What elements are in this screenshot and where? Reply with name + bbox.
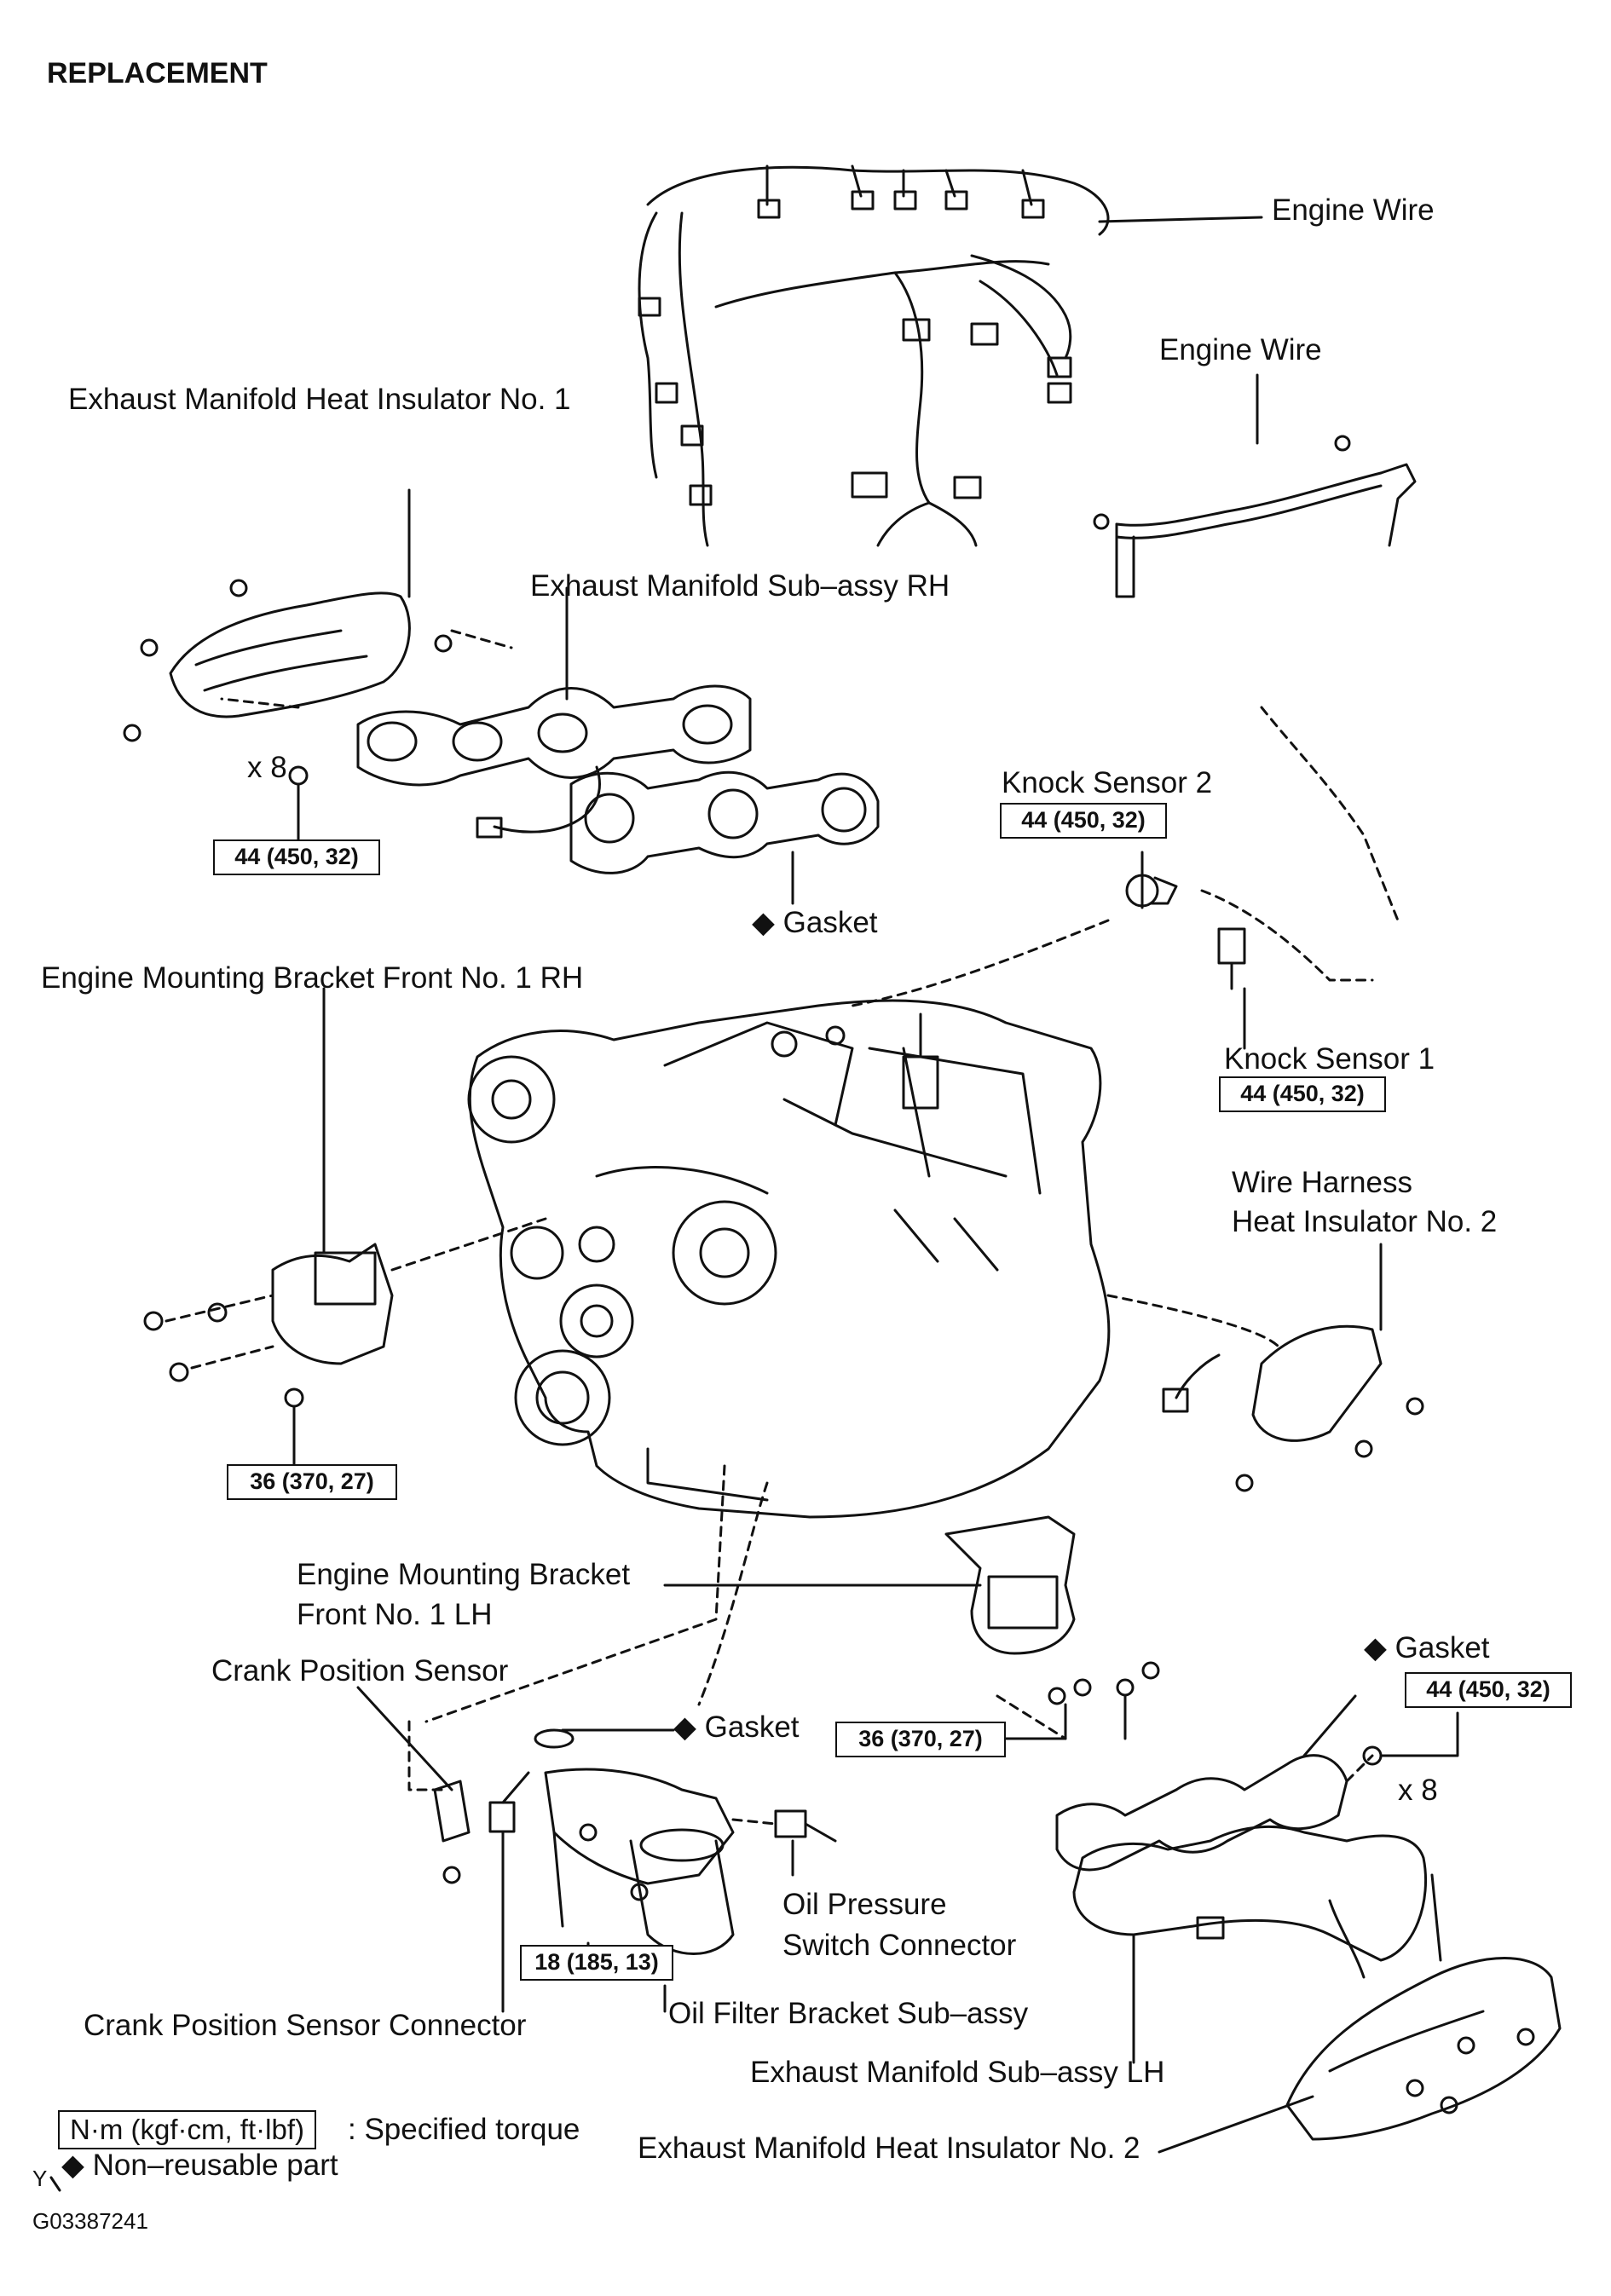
engine-block — [467, 999, 1111, 1519]
label-exhaust-heat-insulator-2: Exhaust Manifold Heat Insulator No. 2 — [638, 2132, 1140, 2165]
wire-harness-heat-insulator — [1106, 1243, 1424, 1492]
label-wire-harness-line1: Wire Harness — [1232, 1166, 1412, 1199]
legend-non-reusable: ◆ Non–reusable part — [61, 2149, 338, 2182]
gasket-rh — [569, 770, 880, 905]
label-exhaust-manifold-lh: Exhaust Manifold Sub–assy LH — [750, 2056, 1165, 2089]
torque-mount-lh: 36 (370, 27) — [835, 1722, 1006, 1757]
torque-knock-sensor-1: 44 (450, 32) — [1219, 1076, 1386, 1112]
legend-torque-desc: : Specified torque — [348, 2113, 580, 2146]
torque-mount-rh: 36 (370, 27) — [227, 1464, 397, 1500]
label-exhaust-heat-insulator-1: Exhaust Manifold Heat Insulator No. 1 — [68, 383, 571, 416]
legend-y-mark: Y — [32, 2166, 48, 2191]
label-mount-bracket-rh: Engine Mounting Bracket Front No. 1 RH — [41, 961, 584, 995]
label-engine-wire-2: Engine Wire — [1159, 333, 1322, 366]
heat-insulator-2 — [1158, 1957, 1562, 2154]
label-mount-bracket-lh-line2: Front No. 1 LH — [297, 1598, 493, 1631]
label-knock-sensor-2: Knock Sensor 2 — [1002, 766, 1213, 799]
label-mount-bracket-lh-line1: Engine Mounting Bracket — [297, 1558, 631, 1591]
label-oil-pressure-line2: Switch Connector — [782, 1929, 1017, 1962]
crank-position-sensor-connector — [488, 1771, 530, 2013]
exhaust-manifold-lh — [1072, 1826, 1442, 2064]
figure-id: G03387241 — [32, 2208, 148, 2234]
label-exhaust-manifold-rh: Exhaust Manifold Sub–assy RH — [530, 569, 950, 603]
label-engine-wire-1: Engine Wire — [1272, 193, 1435, 227]
label-oil-filter-bracket: Oil Filter Bracket Sub–assy — [668, 1997, 1029, 2030]
label-gasket-oil: ◆ Gasket — [673, 1710, 800, 1744]
torque-oil-filter: 18 (185, 13) — [520, 1945, 673, 1981]
label-x8-lh: x 8 — [1398, 1774, 1438, 1807]
exhaust-manifold-rh — [220, 586, 752, 854]
torque-exhaust-lh: 44 (450, 32) — [1405, 1672, 1572, 1708]
label-gasket-lh: ◆ Gasket — [1364, 1631, 1490, 1664]
label-x8-rh: x 8 — [247, 751, 287, 784]
oil-filter-bracket — [534, 1481, 837, 2013]
torque-knock-sensor-2: 44 (450, 32) — [1000, 803, 1167, 839]
crank-position-sensor — [356, 1464, 726, 1884]
knock-sensors — [851, 706, 1400, 1050]
label-knock-sensor-1: Knock Sensor 1 — [1224, 1042, 1435, 1076]
engine-wire-small — [1093, 373, 1417, 598]
label-gasket-rh: ◆ Gasket — [752, 906, 878, 939]
label-oil-pressure-line1: Oil Pressure — [782, 1888, 947, 1921]
torque-exhaust-rh: 44 (450, 32) — [213, 839, 380, 875]
label-wire-harness-line2: Heat Insulator No. 2 — [1232, 1205, 1498, 1238]
mount-bracket-lh — [663, 1515, 1160, 1740]
legend-torque-unit: N·m (kgf·cm, ft·lbf) — [58, 2110, 316, 2149]
mount-bracket-rh — [143, 987, 547, 1468]
heat-insulator-1 — [123, 488, 453, 742]
engine-wire-harness — [638, 164, 1263, 547]
label-crank-position-sensor: Crank Position Sensor — [211, 1654, 509, 1687]
label-crank-position-sensor-connector: Crank Position Sensor Connector — [84, 2009, 527, 2042]
page-title: REPLACEMENT — [47, 57, 268, 89]
